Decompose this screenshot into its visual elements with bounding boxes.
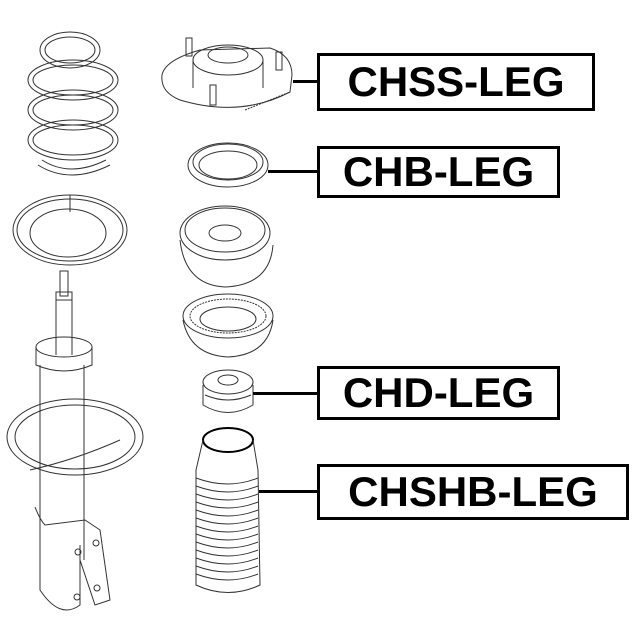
label-chshb-leg-text: CHSHB-LEG	[348, 468, 598, 515]
chshb-connector-line	[259, 490, 318, 493]
chb-connector-line	[268, 170, 318, 173]
label-chss-leg-text: CHSS-LEG	[347, 58, 565, 105]
bearing-ring-icon	[187, 142, 269, 188]
label-chss-leg[interactable]: CHSS-LEG	[317, 53, 595, 111]
label-chshb-leg[interactable]: CHSHB-LEG	[317, 464, 629, 520]
dust-boot-icon	[195, 427, 261, 593]
label-chb-leg-text: CHB-LEG	[342, 148, 535, 195]
label-chb-leg[interactable]: CHB-LEG	[317, 146, 560, 198]
chss-connector-line	[293, 80, 318, 83]
bump-stop-icon	[202, 369, 254, 413]
spring-seat-icon	[12, 194, 128, 266]
label-chd-leg-text: CHD-LEG	[342, 369, 535, 416]
thrust-bearing-icon	[182, 293, 274, 358]
coil-spring-icon	[27, 31, 119, 176]
shock-absorber-icon	[6, 270, 144, 611]
chd-connector-line	[253, 392, 318, 395]
top-mount-icon	[161, 37, 293, 111]
label-chd-leg[interactable]: CHD-LEG	[317, 366, 560, 420]
spring-upper-seat-icon	[179, 205, 274, 288]
